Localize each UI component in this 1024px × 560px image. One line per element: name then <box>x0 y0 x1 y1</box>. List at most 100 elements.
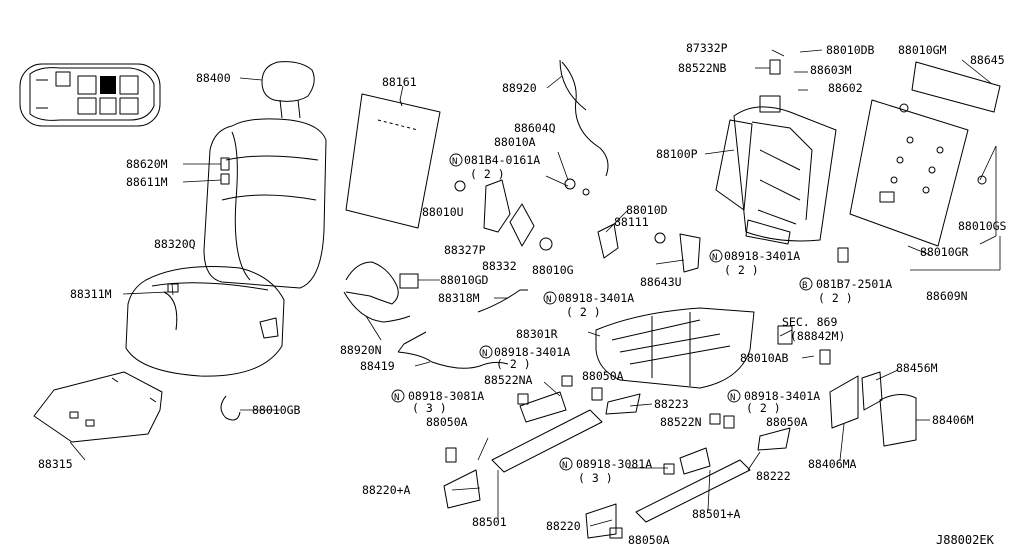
finisher-88010gm-part <box>911 61 1001 113</box>
n-marker-icon <box>391 389 405 403</box>
n-marker-label: N <box>562 461 567 471</box>
label-08918-3401a-4: 08918-3401A <box>744 389 820 403</box>
small-parts-group <box>454 178 831 365</box>
rod-88318m-part <box>477 289 528 313</box>
seat-back-trim-part <box>203 118 327 289</box>
label-88920n: 88920N <box>340 343 382 357</box>
diagram-id: J88002EK <box>936 533 995 547</box>
label-88643u: 88643U <box>640 275 682 289</box>
leader-lines <box>69 49 1001 527</box>
label-87332p: 87332P <box>686 41 728 55</box>
n-marker-icon <box>449 153 463 167</box>
label-88301r: 88301R <box>516 327 558 341</box>
label-88161: 88161 <box>382 75 417 89</box>
seat-cushion-frame-part <box>595 307 755 389</box>
label-88501: 88501 <box>472 515 507 529</box>
label-88220a: 88220+A <box>362 483 411 497</box>
n-marker-label: N <box>452 157 457 167</box>
n-marker-icon <box>559 457 573 471</box>
label-88522n: 88522N <box>660 415 702 429</box>
n-marker-label: N <box>730 393 735 403</box>
label-88920: 88920 <box>502 81 537 95</box>
label-88609n: 88609N <box>926 289 968 303</box>
label-88327p: 88327P <box>444 243 486 257</box>
qty-08918-3081-2: ( 3 ) <box>578 471 613 485</box>
label-08918-3081a-2: 08918-3081A <box>576 457 652 471</box>
seat-cushion-trim-part <box>125 266 285 377</box>
label-88456m: 88456M <box>896 361 938 375</box>
n-marker-label: N <box>712 253 717 263</box>
label-88010gr: 88010GR <box>920 245 969 259</box>
label-88603m: 88603M <box>810 63 852 77</box>
label-88611m: 88611M <box>126 175 168 189</box>
n-marker-label: N <box>482 349 487 359</box>
rod-88419-part <box>397 351 509 369</box>
label-88406ma: 88406MA <box>808 457 857 471</box>
seat-back-frame-part <box>715 59 837 245</box>
label-08918-3401a-2: 08918-3401A <box>558 291 634 305</box>
back-board-part <box>849 99 987 247</box>
label-88050a-1: 88050A <box>582 369 624 383</box>
label-88010u: 88010U <box>422 205 464 219</box>
label-08918-3401a-1: 08918-3401A <box>724 249 800 263</box>
label-sec-869: SEC. 869 <box>782 315 837 329</box>
label-88010d: 88010D <box>626 203 668 217</box>
qty-08918-1: ( 2 ) <box>724 263 759 277</box>
label-88332: 88332 <box>482 259 517 273</box>
qty-08918-3081-1: ( 3 ) <box>412 401 447 415</box>
label-081b4-0161a: 081B4-0161A <box>464 153 540 167</box>
label-88010gs: 88010GS <box>958 219 1007 233</box>
label-88522nb: 88522NB <box>678 61 727 75</box>
qty-081b7: ( 2 ) <box>818 291 853 305</box>
label-88050a-3: 88050A <box>766 415 808 429</box>
label-88602: 88602 <box>828 81 863 95</box>
label-88501a: 88501+A <box>692 507 741 521</box>
bolts-group <box>445 247 849 539</box>
qty-08918-4: ( 2 ) <box>746 401 781 415</box>
label-88050a-4: 88050A <box>628 533 670 547</box>
label-88645: 88645 <box>970 53 1005 67</box>
label-88010a-top: 88010A <box>494 135 536 149</box>
label-88050a-2: 88050A <box>426 415 468 429</box>
label-88010db: 88010DB <box>826 43 875 57</box>
harness-wire-part <box>343 59 609 323</box>
label-88010gb: 88010GB <box>252 403 301 417</box>
label-88620m: 88620M <box>126 157 168 171</box>
n-marker-icon <box>543 291 557 305</box>
label-88320q: 88320Q <box>154 237 196 251</box>
label-88220: 88220 <box>546 519 581 533</box>
label-88318m: 88318M <box>438 291 480 305</box>
label-88419: 88419 <box>360 359 395 373</box>
vehicle-locator-icon <box>19 63 161 127</box>
label-081b7-2501a: 081B7-2501A <box>816 277 892 291</box>
n-marker-label: N <box>546 295 551 305</box>
headrest-part <box>261 61 315 119</box>
label-sec-869-sub: (88842M) <box>790 329 845 343</box>
b-marker-label: B <box>802 281 807 291</box>
label-88311m: 88311M <box>70 287 112 301</box>
label-08918-3081a-1: 08918-3081A <box>408 389 484 403</box>
seat-slide-rails-part <box>491 391 791 523</box>
label-88400: 88400 <box>196 71 231 85</box>
qty-081b4: ( 2 ) <box>470 167 505 181</box>
seat-board-part <box>33 371 163 443</box>
n-marker-label: N <box>394 393 399 403</box>
label-88010ab: 88010AB <box>740 351 789 365</box>
n-marker-icon <box>727 389 741 403</box>
label-08918-3401a-3: 08918-3401A <box>494 345 570 359</box>
side-covers-part <box>443 371 917 539</box>
n-marker-icon <box>479 345 493 359</box>
back-pad-part <box>345 93 441 229</box>
label-88100p: 88100P <box>656 147 698 161</box>
label-88010g: 88010G <box>532 263 574 277</box>
b-marker-icon <box>799 277 813 291</box>
label-88406m: 88406M <box>932 413 974 427</box>
label-88522na: 88522NA <box>484 373 533 387</box>
label-88222: 88222 <box>756 469 791 483</box>
clip-88010gb-part <box>220 395 241 421</box>
qty-08918-3: ( 2 ) <box>496 357 531 371</box>
callout-labels: 88400 88161 88920 87332P 88010DB 88522NB… <box>38 41 1007 547</box>
label-88010gd: 88010GD <box>440 273 489 287</box>
